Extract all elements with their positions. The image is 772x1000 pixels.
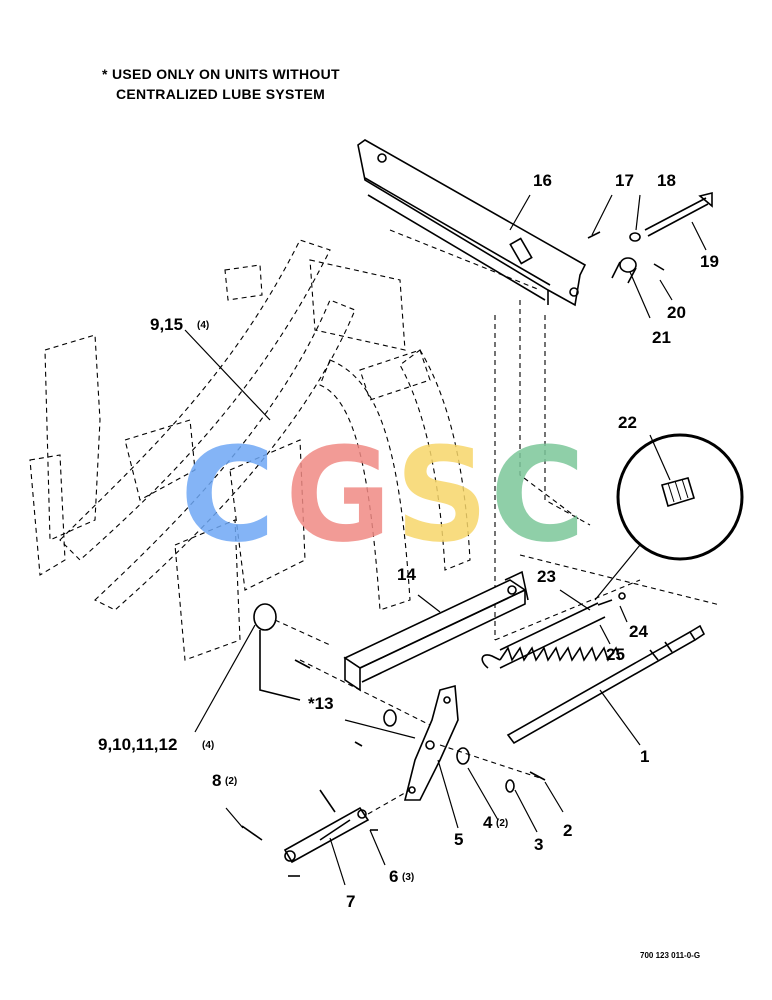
leader-lines: [184, 194, 707, 886]
callout-14: 14: [397, 565, 416, 584]
rod: [506, 624, 706, 745]
callout-17: 17: [615, 171, 634, 190]
callout-labels: 1 2 3 4 (2) 5 6 (3) 7 8 (2) 9,10,11,12 (…: [98, 171, 719, 911]
callout-9-12-qty: (4): [202, 740, 214, 751]
spring: [481, 592, 626, 669]
watermark-letter-2: G: [285, 419, 392, 571]
callout-16: 16: [533, 171, 552, 190]
document-number: 700 123 011-0-G: [640, 951, 701, 960]
callout-4: 4: [483, 813, 493, 832]
callout-1: 1: [640, 747, 649, 766]
callout-24: 24: [629, 622, 648, 641]
callout-4-qty: (2): [496, 818, 508, 829]
callout-18: 18: [657, 171, 676, 190]
callout-2: 2: [563, 821, 572, 840]
callout-9-15-qty: (4): [197, 320, 209, 331]
callout-3: 3: [534, 835, 543, 854]
callout-21: 21: [652, 328, 671, 347]
watermark-letter-1: C: [180, 419, 275, 571]
upper-hardware: [587, 191, 713, 284]
callout-13: *13: [308, 694, 334, 713]
callout-25: 25: [606, 645, 625, 664]
callout-20: 20: [667, 303, 686, 322]
pivot-hub: [253, 603, 331, 701]
detail-circle: [594, 433, 744, 601]
callout-5: 5: [454, 830, 463, 849]
arm-assembly: [299, 659, 546, 801]
callout-9-15: 9,15: [150, 315, 183, 334]
callout-7: 7: [346, 892, 355, 911]
callout-22: 22: [618, 413, 637, 432]
callout-8: 8: [212, 771, 221, 790]
callout-19: 19: [700, 252, 719, 271]
watermark-letter-3: S: [395, 419, 489, 571]
watermark: C G S C: [180, 419, 585, 571]
callout-8-qty: (2): [225, 776, 237, 787]
footnote-line-2: CENTRALIZED LUBE SYSTEM: [116, 86, 326, 102]
footnote-line-1: * USED ONLY ON UNITS WITHOUT: [102, 66, 340, 82]
callout-6-qty: (3): [402, 872, 414, 883]
callout-23: 23: [537, 567, 556, 586]
callout-9-12: 9,10,11,12: [98, 735, 177, 754]
lower-channel: [343, 570, 529, 692]
vertical-frame: [389, 229, 721, 641]
left-shield-panels: [29, 239, 471, 661]
callout-6: 6: [389, 867, 398, 886]
watermark-letter-4: C: [490, 419, 585, 571]
channel-bracket: [357, 139, 587, 307]
link-bar: [241, 789, 411, 877]
